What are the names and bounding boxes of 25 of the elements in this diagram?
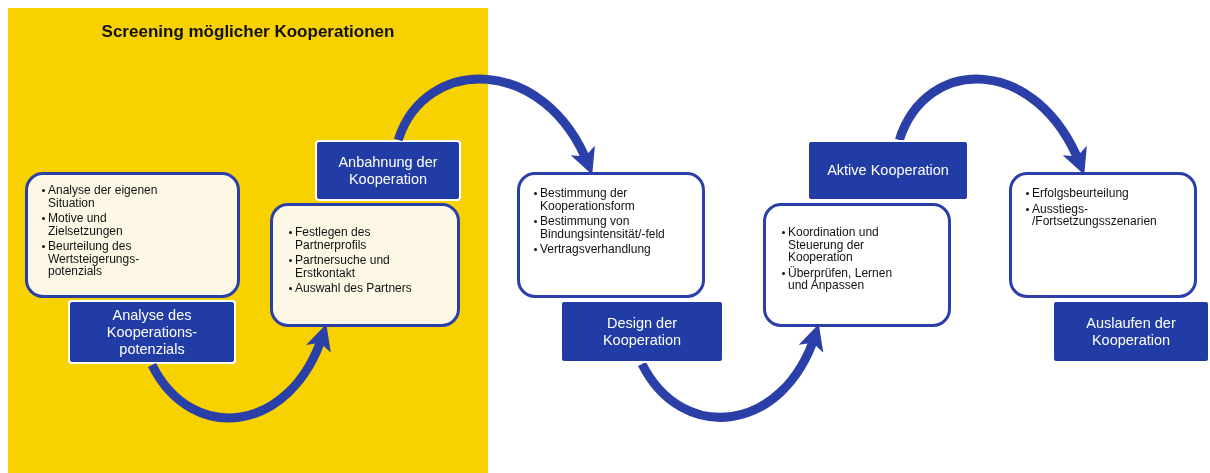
bullet-text: Bestimmung der Kooperationsform bbox=[540, 187, 636, 212]
bullet-text: Beurteilung des Wertsteigerungs- potenzials bbox=[48, 240, 141, 278]
bullet-text: Auswahl des Partners bbox=[295, 282, 413, 295]
screening-band bbox=[8, 8, 488, 473]
phase-title-box: Aktive Kooperation bbox=[807, 140, 969, 201]
bullet-text: Motive und Zielsetzungen bbox=[48, 212, 124, 237]
phase-title-box: Auslaufen der Kooperation bbox=[1052, 300, 1210, 363]
bullet-text: Erfolgsbeurteilung bbox=[1032, 187, 1130, 200]
bullet-text: Partnersuche und Erstkontakt bbox=[295, 254, 391, 279]
band-title: Screening möglicher Kooperationen bbox=[100, 22, 396, 42]
phase-card bbox=[25, 172, 240, 298]
phase-card bbox=[1009, 172, 1197, 298]
bullet-text: Ausstiegs- /Fortsetzungsszenarien bbox=[1032, 202, 1158, 228]
phase-title-box: Anbahnung der Kooperation bbox=[315, 140, 461, 201]
bullet-text: Vertragsverhandlung bbox=[540, 243, 652, 256]
bullet-text: Koordination und Steuerung der Kooperation bbox=[788, 226, 880, 264]
phase-card bbox=[763, 203, 951, 327]
bullet-text: Festlegen des Partnerprofils bbox=[295, 226, 372, 251]
phase-card bbox=[270, 203, 460, 327]
phase-title-box: Design der Kooperation bbox=[560, 300, 724, 363]
phase-title-box: Analyse des Kooperations- potenzials bbox=[68, 300, 236, 364]
bullet-text: Überprüfen, Lernen und Anpassen bbox=[788, 266, 894, 292]
bullet-text: Analyse der eigenen Situation bbox=[48, 184, 159, 209]
phase-card bbox=[517, 172, 705, 298]
bullet-text: Bestimmung von Bindungsintensität/-feld bbox=[540, 215, 666, 240]
